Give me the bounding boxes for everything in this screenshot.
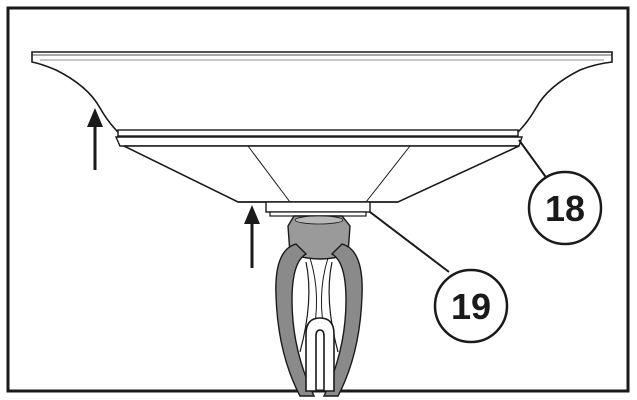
- callout-19: 19: [433, 268, 509, 344]
- leader-line: [369, 211, 450, 273]
- callout-number: 19: [451, 286, 491, 327]
- hub-collar: [265, 201, 371, 260]
- callout-18: 18: [527, 170, 603, 246]
- figure-frame: [6, 6, 630, 393]
- chain: [275, 243, 363, 397]
- arrow-up-icon: [87, 108, 103, 170]
- mounting-ring: [114, 129, 523, 147]
- canopy: [31, 51, 613, 133]
- callout-number: 18: [545, 188, 585, 229]
- arrow-up-icon: [244, 205, 260, 268]
- base-cone: [123, 145, 520, 203]
- leader-line: [518, 139, 549, 181]
